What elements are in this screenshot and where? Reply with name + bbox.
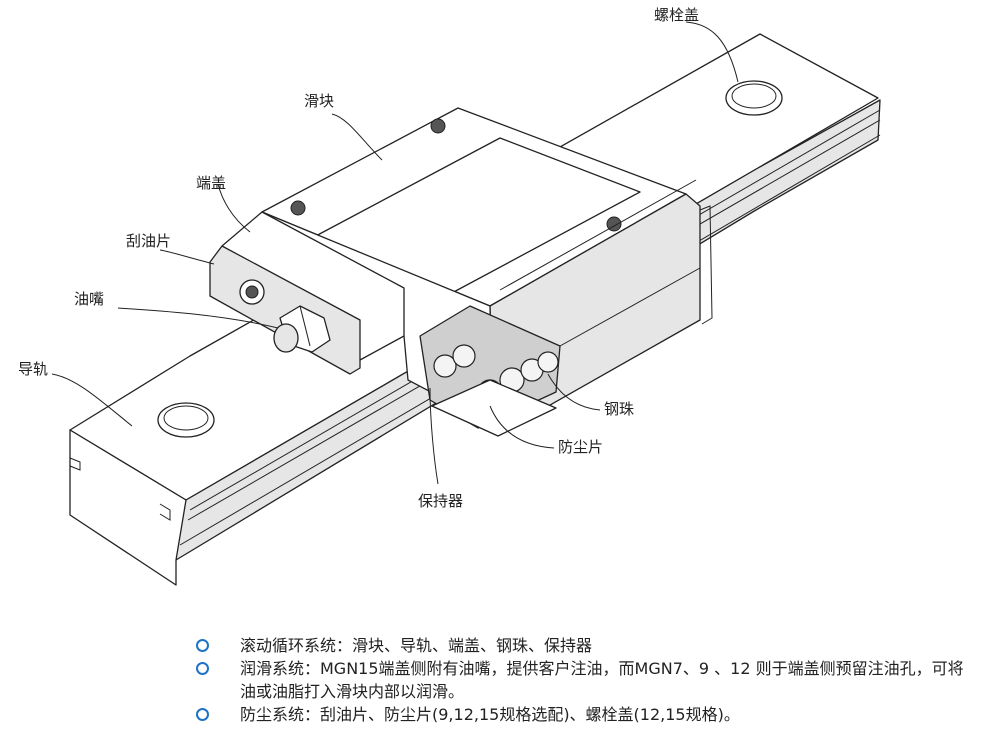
dust-seal bbox=[431, 379, 557, 437]
label-end-cap: 端盖 bbox=[196, 174, 226, 192]
rail-bolt-cap-front bbox=[157, 402, 215, 438]
linear-guide-diagram: 螺栓盖 滑块 端盖 刮油片 油嘴 导轨 钢珠 防尘片 保持器 bbox=[18, 6, 881, 586]
note-item: 防尘系统：刮油片、防尘片(9,12,15规格选配)、螺栓盖(12,15规格)。 bbox=[196, 703, 976, 726]
label-dust-seal: 防尘片 bbox=[558, 438, 603, 456]
label-bolt-cap: 螺栓盖 bbox=[654, 6, 699, 24]
steel-balls bbox=[433, 344, 559, 405]
block-screw bbox=[290, 200, 306, 216]
note-item: 润滑系统：MGN15端盖侧附有油嘴，提供客户注油，而MGN7、9 、12 则于端… bbox=[196, 657, 976, 703]
circle-bullet-icon bbox=[196, 639, 209, 652]
label-steel-ball: 钢珠 bbox=[604, 400, 634, 418]
label-rail: 导轨 bbox=[18, 360, 48, 378]
label-block: 滑块 bbox=[304, 92, 334, 110]
block-screw bbox=[430, 118, 446, 134]
circle-bullet-icon bbox=[196, 662, 209, 675]
rail-bolt-cap-back bbox=[725, 80, 783, 116]
leader-lines bbox=[51, 21, 739, 485]
note-text: 滚动循环系统：滑块、导轨、端盖、钢珠、保持器 bbox=[240, 636, 593, 655]
grease-nipple bbox=[273, 305, 331, 353]
steel-ball bbox=[537, 351, 559, 373]
label-scraper: 刮油片 bbox=[126, 232, 171, 250]
steel-ball bbox=[433, 354, 457, 378]
note-item: 滚动循环系统：滑块、导轨、端盖、钢珠、保持器 bbox=[196, 634, 976, 657]
steel-ball bbox=[452, 344, 476, 368]
feature-notes: 滚动循环系统：滑块、导轨、端盖、钢珠、保持器 润滑系统：MGN15端盖侧附有油嘴… bbox=[196, 634, 976, 726]
circle-bullet-icon bbox=[196, 708, 209, 721]
note-text: 润滑系统：MGN15端盖侧附有油嘴，提供客户注油，而MGN7、9 、12 则于端… bbox=[240, 659, 964, 701]
label-retainer: 保持器 bbox=[418, 492, 463, 510]
label-grease-nipple: 油嘴 bbox=[74, 290, 104, 308]
note-text: 防尘系统：刮油片、防尘片(9,12,15规格选配)、螺栓盖(12,15规格)。 bbox=[240, 705, 740, 724]
